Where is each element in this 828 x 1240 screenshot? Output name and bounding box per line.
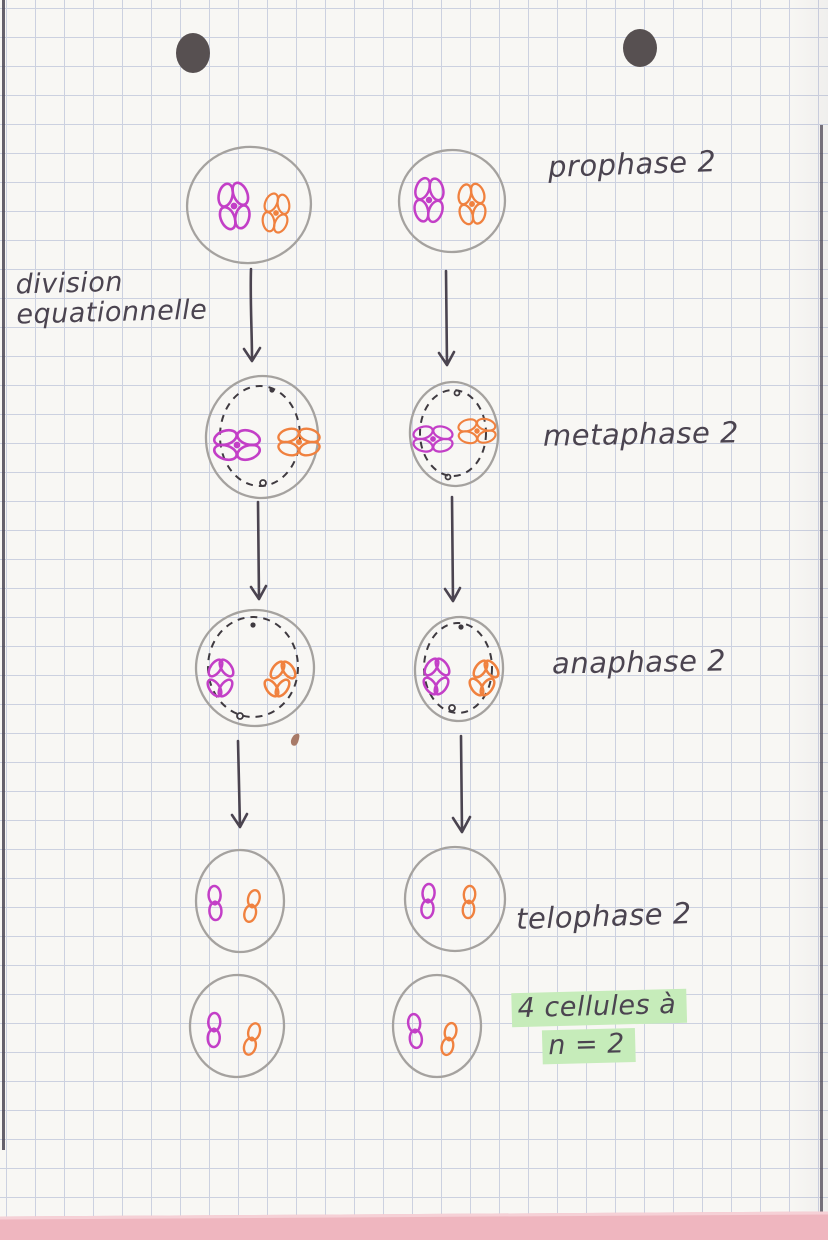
cell-outline (403, 845, 507, 953)
spindle-icon (419, 389, 487, 477)
stage-label-telophase2: telophase 2 (515, 895, 693, 937)
chromosome-x-orange-icon (454, 180, 490, 228)
spindle-pole-icon (448, 704, 456, 712)
cell-outline (204, 374, 320, 500)
side-note-division-equationnelle: division equationnelle (15, 266, 208, 331)
chromosome-x-orange-icon (455, 415, 499, 447)
hole-punch-icon (176, 33, 210, 73)
cell-outline (391, 973, 483, 1079)
cell-outline (397, 148, 507, 254)
spindle-pole-icon (259, 479, 267, 487)
chromosome-8-magenta-icon (206, 1011, 222, 1049)
final-cells-row (188, 973, 483, 1079)
bottom-pink-strip (0, 1211, 828, 1240)
chromatid-v-orange-icon (266, 658, 300, 682)
cell-outline (188, 973, 286, 1079)
result-note: 4 cellules à n = 2 (511, 988, 687, 1065)
down-arrow-icon (242, 267, 262, 363)
left-margin-line (2, 0, 5, 1150)
chromatid-v-magenta-icon (204, 656, 238, 680)
chromosome-x-magenta-icon (211, 426, 263, 464)
cell-outline (185, 145, 313, 265)
chromosome-x-orange-icon (257, 189, 295, 237)
spindle-pole-icon (444, 473, 452, 481)
spindle-icon (207, 616, 299, 718)
telophase-row (194, 845, 507, 954)
chromatid-v-magenta-icon (203, 676, 237, 700)
spindle-pole-icon (236, 712, 244, 720)
chromosome-8-orange-icon (241, 887, 263, 925)
down-arrow-icon (451, 734, 472, 834)
chromatid-v-orange-icon (469, 657, 503, 681)
spindle-icon (219, 385, 301, 487)
side-note-line2: equationnelle (16, 294, 208, 331)
cell-outline (194, 608, 316, 728)
spindle-pole-icon (453, 389, 461, 397)
cell-outline (408, 380, 500, 488)
chromosome-x-orange-icon (275, 425, 323, 459)
chromosome-x-magenta-icon (409, 174, 449, 226)
chromosome-8-magenta-icon (206, 884, 224, 922)
down-arrow-icon (437, 269, 456, 367)
result-note-line1: 4 cellules à (511, 988, 687, 1028)
chromosome-8-magenta-icon (419, 882, 437, 920)
stage-label-prophase2: prophase 2 (547, 144, 717, 184)
prophase-row (185, 145, 507, 265)
chromosome-8-orange-icon (438, 1020, 460, 1058)
hole-punch-icon (623, 29, 657, 67)
chromosome-8-orange-icon (460, 884, 478, 920)
chromatid-v-orange-icon (260, 676, 294, 700)
spindle-pole-icon (269, 387, 275, 393)
spindle-pole-icon (458, 624, 464, 630)
down-arrow-icon (249, 500, 268, 601)
right-page-edge (820, 125, 823, 1213)
stage-label-anaphase2: anaphase 2 (551, 643, 727, 681)
down-arrow-icon (230, 739, 249, 829)
chromosome-8-orange-icon (240, 1020, 264, 1058)
chromatid-v-magenta-icon (420, 655, 454, 679)
spindle-pole-icon (250, 622, 256, 628)
chromatid-v-orange-icon (465, 675, 499, 699)
metaphase-row (204, 374, 500, 500)
chromosome-x-magenta-icon (410, 422, 456, 456)
chromosome-x-magenta-icon (213, 178, 255, 234)
chromatid-v-magenta-icon (419, 674, 453, 698)
cell-outline (194, 848, 286, 954)
result-note-line2: n = 2 (541, 1028, 636, 1065)
cell-outline (413, 615, 505, 723)
paper-speck (290, 733, 300, 746)
spindle-icon (423, 622, 493, 714)
down-arrow-icon (443, 495, 462, 603)
stage-label-metaphase2: metaphase 2 (542, 415, 740, 453)
anaphase-row (194, 608, 505, 728)
chromosome-8-magenta-icon (406, 1012, 424, 1050)
